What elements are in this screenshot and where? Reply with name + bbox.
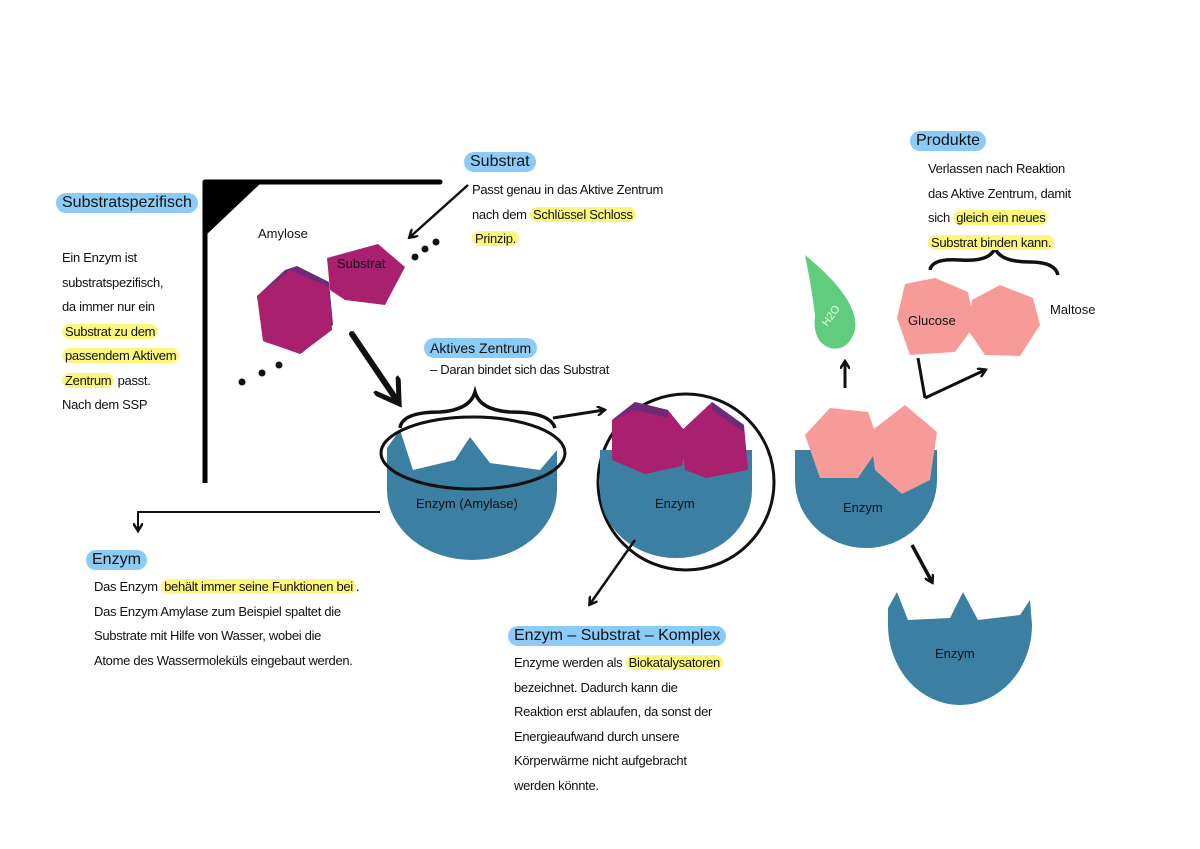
substrat-text: Passt genau in das Aktive Zentrum nach d… [472,178,663,252]
text-line: Substrat binden kann. [928,231,1071,256]
text-line: Enzyme werden als Biokatalysatoren [514,651,723,676]
substratspezifisch-text: Ein Enzym ist substratspezifisch, da imm… [62,246,180,418]
arrow-to-free-enzyme [910,544,932,582]
complex-substrate [612,402,748,478]
text-line: nach dem Schlüssel Schloss [472,203,663,228]
text: Enzyme werden als [514,655,626,670]
text-line: Reaktion erst ablaufen, da sonst der [514,704,713,719]
text-line: Körperwärme nicht aufgebracht [514,753,687,768]
text-line: Ein Enzym ist [62,250,137,265]
text-line: passendem Aktivem [62,344,180,369]
label-enzym-complex: Enzym [655,496,695,511]
frame-bracket [202,179,443,483]
komplex-text: Enzyme werden als Biokatalysatoren bezei… [514,651,723,798]
highlight: gleich ein neues [953,210,1049,225]
label-maltose: Maltose [1050,302,1096,317]
products-in-enzyme [805,405,937,494]
text: nach dem [472,206,531,222]
text: Das Enzym [94,579,162,594]
amylose-molecule [257,244,405,354]
water-drop [805,255,856,349]
arrow-to-enzym-note [138,511,380,530]
text-line: Das Enzym behält immer seine Funktionen … [94,575,360,600]
active-site-ellipse [379,415,567,491]
heading-produkte: Produkte [910,131,987,151]
text-line: substratspezifisch, [62,274,164,290]
complex-enzyme-shape [600,450,752,558]
arrow-to-products [916,357,985,400]
text-line: Substrat zu dem [62,320,179,345]
text-line: Passt genau in das Aktive Zentrum [472,182,663,197]
arrow-big [349,331,398,402]
highlight: Prinzip. [472,231,519,246]
arrow-to-komplex-note [590,539,637,604]
highlight: Substrat zu dem [62,323,159,339]
label-enzym-free: Enzym [935,646,975,661]
complex-circle [596,392,776,572]
text-line: bezeichnet. Dadurch kann die [514,679,678,695]
heading-enzym: Enzym [86,550,147,570]
arrow-to-complex [552,410,604,420]
text-line: Atome des Wassermoleküls eingebaut werde… [94,652,353,668]
text-line: Verlassen nach Reaktion [928,161,1065,176]
maltose-molecule [897,278,1040,356]
aktives-zentrum-text: – Daran bindet sich das Substrat [430,362,610,377]
enzym-text: Das Enzym behält immer seine Funktionen … [94,575,360,673]
text-line: Zentrum passt. [62,369,179,394]
text-line: Nach dem SSP [62,397,148,412]
text-line: werden könnte. [514,777,599,793]
text: . [355,579,360,594]
text-line: Substrate mit Hilfe von Wasser, wobei di… [94,628,322,643]
highlight: passendem Aktivem [62,348,180,363]
text: passt. [114,372,151,388]
arrow-to-substrat [410,184,469,237]
heading-substrat: Substrat [464,152,536,172]
text-line: sich gleich ein neues [928,206,1071,231]
text-line: das Aktive Zentrum, damit [928,185,1071,201]
text-line: da immer nur ein [62,299,155,314]
enzyme-amylase-shape [387,430,557,560]
label-enzym-products: Enzym [843,500,883,515]
text-line: Das Enzym Amylase zum Beispiel spaltet d… [94,603,341,619]
label-amylose: Amylose [258,226,308,241]
heading-substratspezifisch: Substratspezifisch [56,193,198,213]
dots [238,238,440,386]
highlight: Substrat binden kann. [928,234,1055,250]
active-site-brace [398,385,557,429]
label-enzym-amylase: Enzym (Amylase) [416,496,518,511]
highlight: Biokatalysatoren [625,655,723,670]
produkte-text: Verlassen nach Reaktion das Aktive Zentr… [928,157,1071,255]
heading-komplex: Enzym – Substrat – Komplex [508,626,727,646]
label-substrat: Substrat [337,256,386,271]
text-line: Energieaufwand durch unsere [514,728,680,744]
free-enzyme-shape [888,592,1032,705]
heading-aktives-zentrum: Aktives Zentrum [424,338,538,358]
highlight: Schlüssel Schloss [530,206,636,222]
text: sich [928,210,954,225]
highlight: behält immer seine Funktionen bei [161,579,356,594]
label-glucose: Glucose [908,313,956,328]
highlight: Zentrum [62,372,115,388]
text-line: Prinzip. [472,227,663,252]
